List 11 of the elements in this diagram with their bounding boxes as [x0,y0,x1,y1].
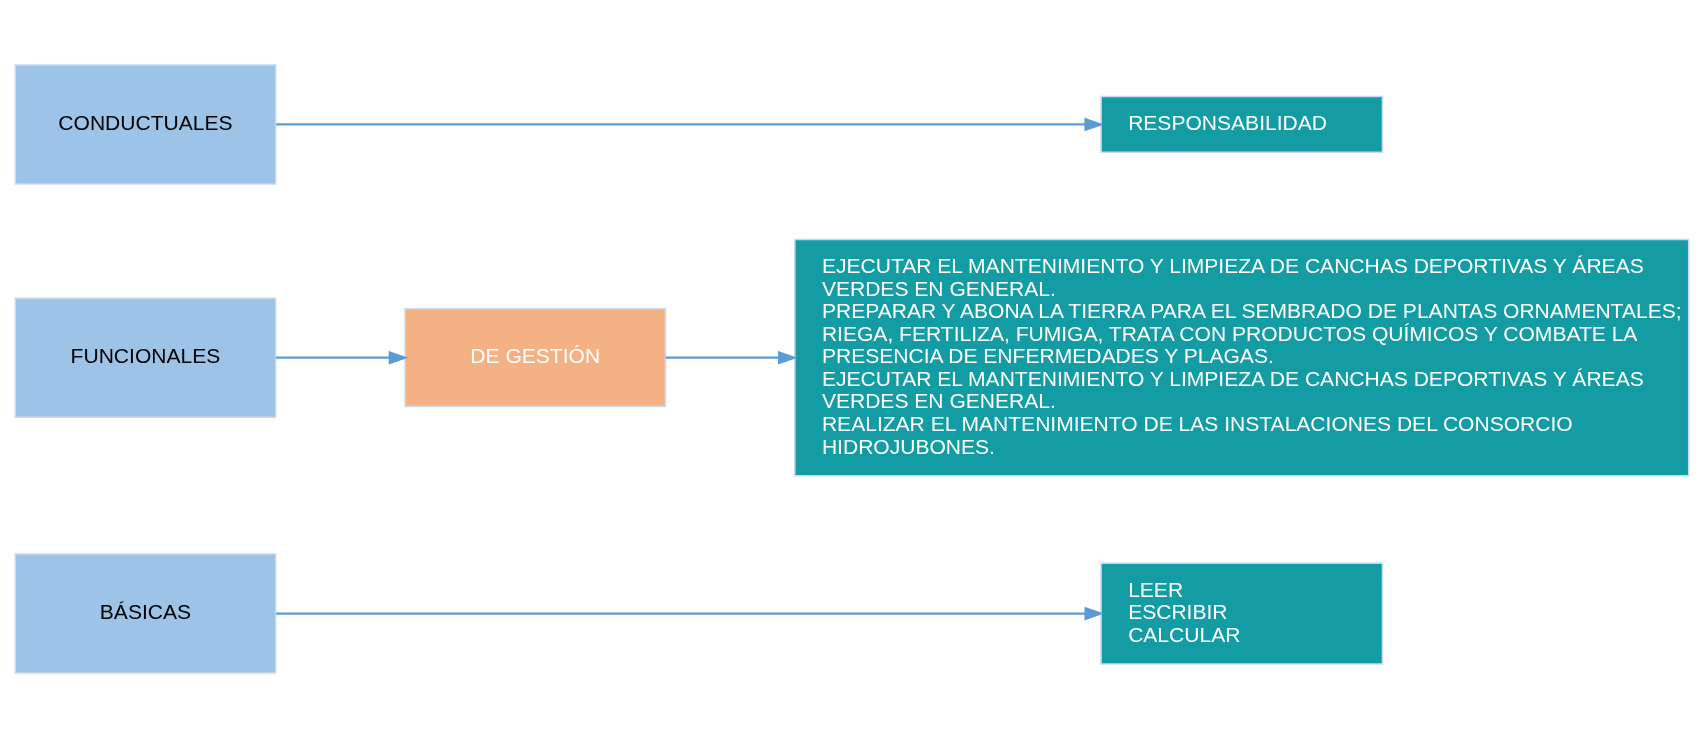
node-box: RESPONSABILIDAD [1100,95,1384,153]
node-box: LEER ESCRIBIR CALCULAR [1100,561,1384,665]
node-box: CONDUCTUALES [14,63,277,185]
arrow [665,350,798,365]
arrow [276,606,1105,620]
arrow [276,117,1105,131]
node-box: BÁSICAS [14,552,277,674]
node-box: FUNCIONALES [14,297,277,418]
arrow [275,350,409,365]
node-box: DE GESTIÓN [404,307,667,407]
node-box: EJECUTAR EL MANTENIMIENTO Y LIMPIEZA DE CANCHAS DEPORTIVAS Y ÁREAS VERDES EN GENERAL. PREPARAR Y ABONA LA TIERRA PARA EL SEMBRADO DE PLANTAS ORNAMENTALES; RIEGA, FERTILIZA, FUMIGA, TRATA CON PRODUCTOS QUÍMICOS Y COMBATE LA PRESENCIA DE ENFERMEDADES Y PLAGAS. EJECUTAR EL MANTENIMIENTO Y LIMPIEZA DE CANCHAS DEPORTIVAS Y ÁREAS VERDES EN GENERAL. REALIZAR EL MANTENIMIENTO DE LAS INSTALACIONES DEL CONSORCIO HIDROJUBONES. [794,238,1690,477]
